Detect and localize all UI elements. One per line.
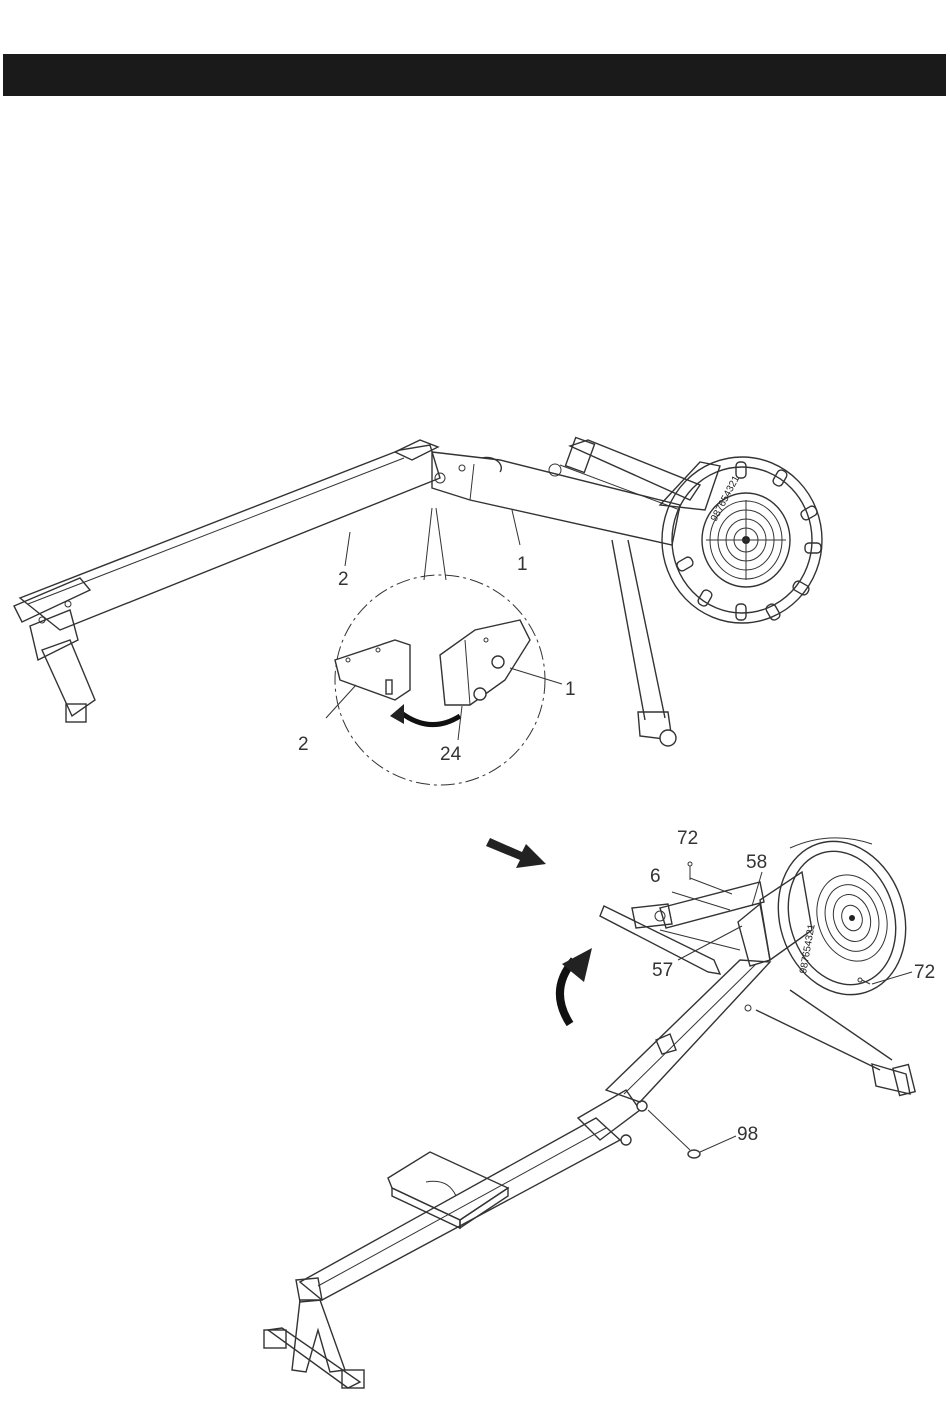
label-detail-part-2: 2	[298, 734, 309, 755]
rail-part-2	[20, 440, 440, 630]
rear-leg	[612, 540, 676, 746]
monorail	[300, 1090, 647, 1300]
front-stand	[264, 1278, 364, 1388]
rear-leg-bottom	[756, 990, 915, 1096]
monitor-arm-part-6	[632, 882, 764, 928]
bolt-72-top	[688, 862, 692, 880]
frame-part-1-bottom	[606, 960, 770, 1102]
label-part-72-top: 72	[677, 828, 698, 849]
label-part-24: 24	[440, 744, 462, 765]
seat	[388, 1152, 508, 1228]
flywheel-housing-top: 987654321	[660, 457, 822, 623]
rotate-up-arrow	[560, 948, 592, 1024]
flywheel-numbers-top: 987654321	[709, 474, 742, 524]
label-detail-part-1: 1	[565, 679, 576, 700]
top-figure: 987654321 2 1	[14, 437, 822, 785]
frame-part-1	[432, 452, 680, 545]
pin-98	[648, 1110, 700, 1158]
left-end-stand	[14, 578, 95, 722]
label-part-98: 98	[737, 1124, 758, 1145]
bottom-figure: 987654321 72 58 6 57	[264, 825, 935, 1388]
label-part-72-right: 72	[914, 962, 935, 983]
label-part-57: 57	[652, 960, 673, 981]
label-part-58: 58	[746, 852, 767, 873]
flywheel-numbers-bottom: 987654321	[798, 923, 818, 975]
label-part-1: 1	[517, 554, 528, 575]
transition-arrow	[486, 838, 546, 868]
monitor-arm	[549, 437, 700, 510]
label-part-6: 6	[650, 866, 661, 887]
label-part-2: 2	[338, 569, 349, 590]
